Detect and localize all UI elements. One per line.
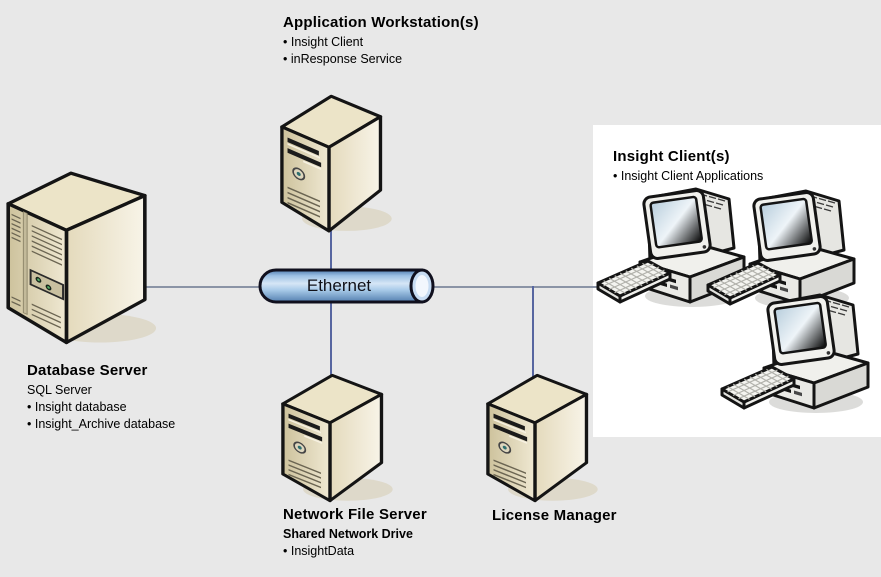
- insight-clients-label: Insight Client(s) • Insight Client Appli…: [613, 147, 763, 185]
- network-file-server-label: Network File Server Shared Network Drive…: [283, 505, 427, 560]
- network-file-server-title: Network File Server: [283, 506, 427, 523]
- application-workstation-bullet-1: • Insight Client: [283, 35, 364, 49]
- application-workstation-icon: [280, 94, 394, 233]
- database-server-title: Database Server: [27, 362, 148, 379]
- application-workstation-label: Application Workstation(s) • Insight Cli…: [283, 13, 479, 68]
- ethernet-bus-icon: [258, 268, 435, 304]
- license-manager-label: License Manager: [492, 506, 617, 527]
- application-workstation-bullet-2: • inResponse Service: [283, 52, 403, 66]
- database-server-icon: [6, 171, 158, 345]
- database-server-label: Database Server SQL Server • Insight dat…: [27, 361, 175, 433]
- insight-clients-title: Insight Client(s): [613, 148, 730, 165]
- database-server-bullet-1: • Insight database: [27, 400, 127, 414]
- license-manager-title: License Manager: [492, 507, 617, 524]
- network-file-server-subtitle: Shared Network Drive: [283, 527, 413, 541]
- application-workstation-title: Application Workstation(s): [283, 14, 479, 31]
- database-server-subtitle: SQL Server: [27, 383, 92, 397]
- network-file-server-bullet-1: • InsightData: [283, 544, 355, 558]
- ethernet-label: Ethernet: [306, 276, 372, 295]
- network-file-server-icon: [281, 373, 395, 503]
- license-manager-icon: [486, 373, 600, 503]
- insight-clients-bullet-1: • Insight Client Applications: [613, 169, 764, 183]
- database-server-bullet-2: • Insight_Archive database: [27, 417, 176, 431]
